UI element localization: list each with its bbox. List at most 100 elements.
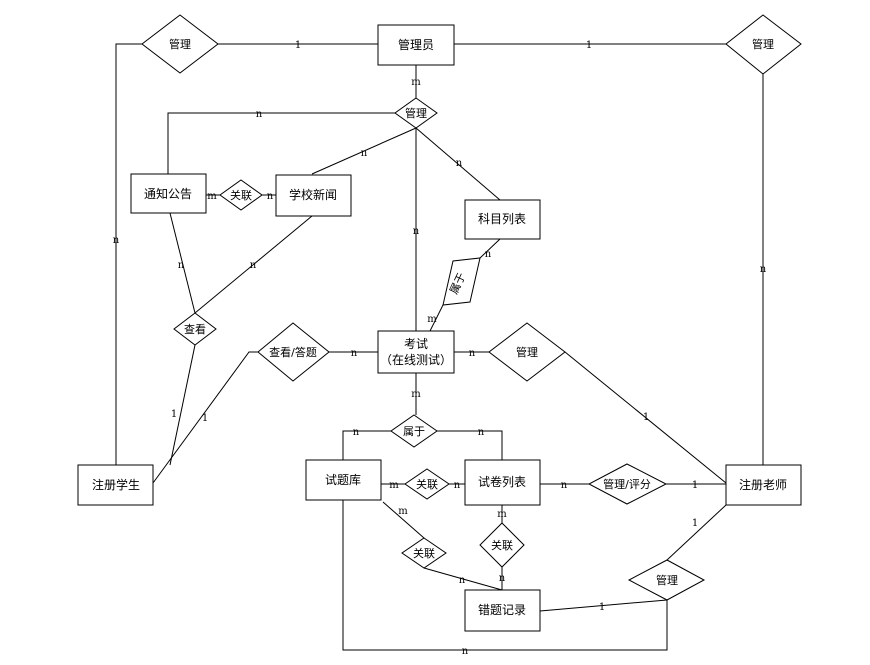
edge-manage-subjects: [415, 127, 501, 201]
edge-subjects-belong: [479, 238, 501, 259]
rel-link-paper-record-label: 关联: [491, 538, 513, 552]
card-exam-manage: n: [413, 226, 420, 237]
card-record-manage: 1: [599, 602, 605, 613]
card-student-left-manage: n: [113, 235, 120, 246]
entity-wrong-record[interactable]: 错题记录: [464, 589, 541, 632]
rel-belong-subject[interactable]: 属于: [442, 257, 481, 306]
card-teacher-manage-record: 1: [692, 518, 698, 529]
card-notice-manage: n: [256, 109, 263, 120]
card-bank-belong: n: [353, 427, 360, 438]
rel-link-notice-news[interactable]: 关联: [219, 179, 263, 211]
card-right-admin: 1: [586, 40, 592, 51]
card-paper-record-link: m: [497, 509, 507, 520]
rel-view-answer[interactable]: 查看/答题: [257, 322, 330, 382]
card-teacher-grade: 1: [692, 480, 698, 491]
cardinality-labels: 1 1 m n n n n m n n n 1 1 n n m n 1 n n …: [113, 40, 767, 657]
entity-exam-label-1: 考试: [404, 336, 428, 351]
entity-notice-label: 通知公告: [144, 187, 192, 201]
card-news-link: n: [267, 191, 274, 202]
entity-wrong-record-label: 错题记录: [478, 603, 526, 617]
entity-admin-label: 管理员: [398, 37, 434, 52]
edge-student-answer: [152, 351, 258, 484]
card-teacher-right-manage: n: [760, 264, 767, 275]
rel-view-label: 查看: [184, 322, 206, 336]
card-student-view: 1: [171, 409, 177, 420]
card-bank-link: m: [389, 480, 399, 491]
card-admin-down: m: [411, 77, 421, 88]
card-teacher-manage-exam: 1: [643, 412, 649, 423]
rel-belong-exam[interactable]: 属于: [390, 414, 438, 448]
rel-manage-exam-label: 管理: [516, 345, 538, 359]
card-bank-manage-bottom: n: [462, 646, 469, 657]
entity-teacher-label: 注册老师: [739, 477, 787, 492]
edge-manage-teacher: [564, 351, 727, 484]
card-news-view: n: [250, 260, 257, 271]
rel-link-paper-record[interactable]: 关联: [479, 522, 525, 568]
entity-news-label: 学校新闻: [289, 187, 337, 202]
rel-manage-grade[interactable]: 管理/评分: [587, 463, 668, 505]
edge-news-view: [194, 215, 313, 314]
rel-manage-center-label: 管理: [405, 106, 427, 120]
card-bank-record-link: m: [398, 506, 408, 517]
entity-teacher[interactable]: 注册老师: [725, 464, 802, 506]
edge-record-manage: [539, 599, 668, 612]
rel-manage-left[interactable]: 管理: [141, 14, 219, 74]
rel-manage-record[interactable]: 管理: [627, 559, 706, 601]
card-exam-manage-right: n: [469, 348, 476, 359]
rel-manage-record-label: 管理: [656, 573, 678, 587]
rel-view-answer-label: 查看/答题: [269, 345, 317, 359]
rel-manage-right[interactable]: 管理: [725, 14, 802, 75]
entity-news[interactable]: 学校新闻: [275, 174, 352, 217]
card-paper-link: n: [454, 480, 461, 491]
card-record-paper-link: n: [499, 573, 506, 584]
card-left-admin: 1: [295, 40, 301, 51]
rel-manage-exam[interactable]: 管理: [488, 322, 566, 382]
edge-student-manage-left: [115, 43, 142, 465]
card-exam-down: m: [411, 389, 421, 400]
entity-admin[interactable]: 管理员: [377, 24, 455, 66]
entity-subjects-label: 科目列表: [478, 212, 526, 226]
rel-manage-left-label: 管理: [169, 37, 191, 51]
entity-paper-list[interactable]: 试卷列表: [464, 459, 541, 506]
entity-notice[interactable]: 通知公告: [130, 173, 207, 214]
card-paper-belong: n: [478, 427, 485, 438]
card-notice-link: m: [207, 191, 217, 202]
rel-belong-exam-label: 属于: [403, 425, 425, 438]
entity-paper-list-label: 试卷列表: [478, 474, 526, 489]
edge-manage-teacher-bottom: [666, 504, 727, 561]
entity-exam-label-2: （在线测试）: [380, 352, 452, 367]
card-exam-answer: n: [351, 348, 358, 359]
rel-manage-right-label: 管理: [752, 37, 774, 51]
entity-subjects[interactable]: 科目列表: [464, 199, 541, 240]
entity-question-bank[interactable]: 试题库: [305, 459, 382, 501]
card-student-answer: 1: [202, 413, 208, 424]
edge-manage-notice: [167, 112, 395, 174]
edge-link3-record: [423, 567, 503, 591]
rel-link-bank-record-label: 关联: [413, 546, 435, 560]
rel-link-bank-record[interactable]: 关联: [401, 537, 447, 569]
rel-link-bank-paper[interactable]: 关联: [404, 468, 450, 500]
edge-belong-exam: [429, 304, 444, 332]
edge-bank-link3: [382, 501, 425, 539]
card-subjects-manage: n: [456, 158, 463, 169]
rel-link-bank-paper-label: 关联: [416, 477, 438, 491]
rel-link-notice-news-label: 关联: [230, 188, 252, 202]
card-subjects-belong: n: [485, 249, 492, 260]
rel-view[interactable]: 查看: [173, 312, 217, 346]
card-notice-view: n: [178, 260, 185, 271]
rel-manage-center[interactable]: 管理: [394, 97, 438, 129]
edges: [115, 43, 764, 651]
card-news-manage: n: [361, 148, 368, 159]
entity-exam[interactable]: 考试 （在线测试）: [377, 330, 455, 374]
entity-student-label: 注册学生: [92, 477, 140, 492]
edge-belong2-bank: [342, 430, 391, 460]
edge-notice-view: [169, 212, 196, 314]
edge-belong2-paper: [437, 430, 503, 460]
card-exam-belong: m: [427, 314, 437, 325]
edge-manage-news: [311, 127, 417, 175]
edge-bank-bottom-loop: [342, 500, 668, 651]
entity-student[interactable]: 注册学生: [77, 464, 154, 506]
rel-manage-grade-label: 管理/评分: [603, 477, 651, 491]
entity-question-bank-label: 试题库: [325, 472, 361, 487]
